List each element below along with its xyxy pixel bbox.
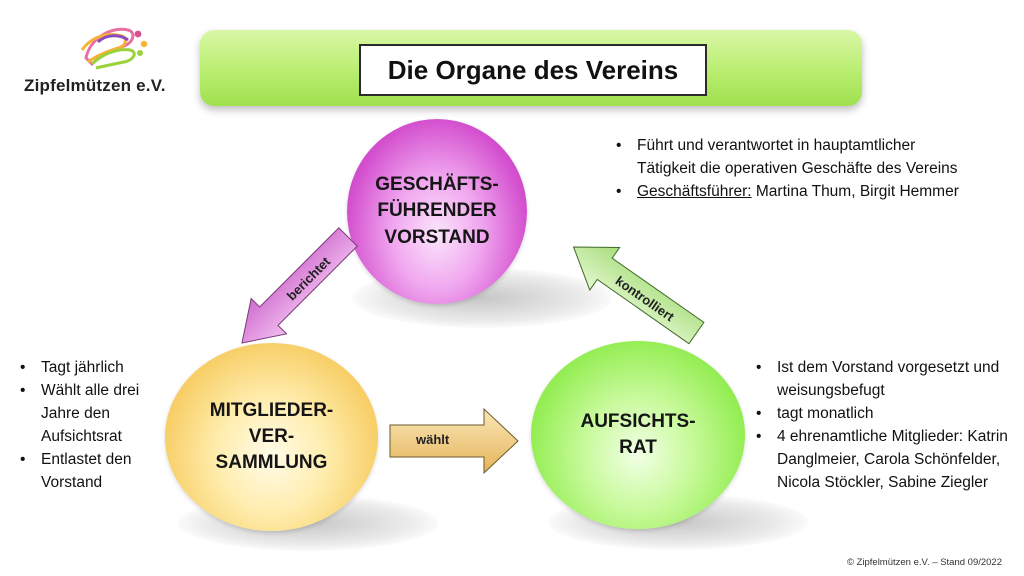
notes-vorstand: Führt und verantwortet in hauptamtlicher…	[611, 134, 971, 203]
arrow-berichtet-shape	[241, 227, 358, 344]
list-item: Wählt alle drei Jahre den Aufsichtsrat	[15, 379, 165, 448]
list-item: Entlastet den Vorstand	[15, 448, 165, 494]
logo-icon	[80, 27, 148, 70]
geschaeftsfuehrer-names: Martina Thum, Birgit Hemmer	[751, 183, 959, 200]
list-item-text: Wählt alle drei Jahre den Aufsichtsrat	[41, 382, 140, 445]
arrow-berichtet: berichtet	[224, 219, 365, 360]
notes-mitgliederversammlung: Tagt jährlich Wählt alle drei Jahre den …	[15, 356, 165, 494]
copyright-footer: © Zipfelmützen e.V. – Stand 09/2022	[846, 557, 1002, 568]
node-vorstand-line: GESCHÄFTS-	[375, 174, 499, 196]
arrow-kontrolliert: kontrolliert	[559, 226, 712, 355]
list-item: 4 ehrenamtliche Mitglieder: Katrin Dangl…	[751, 425, 1013, 494]
node-vorstand-line: FÜHRENDER	[377, 200, 497, 222]
list-item: Führt und verantwortet in hauptamtlicher…	[611, 134, 971, 180]
list-item-text: Ist dem Vorstand vorgesetzt und weisungs…	[777, 359, 1000, 399]
list-item-text: tagt monatlich	[777, 405, 874, 422]
list-item: tagt monatlich	[751, 402, 1013, 425]
node-mitgliederversammlung-label: MITGLIEDER- VER- SAMMLUNG	[210, 398, 334, 477]
node-mitgliederversammlung-line: MITGLIEDER-	[209, 399, 334, 421]
node-mitgliederversammlung-line: VER-	[248, 425, 295, 447]
list-item-text: Entlastet den Vorstand	[41, 451, 132, 491]
node-aufsichtsrat-label: AUFSICHTS- RAT	[580, 409, 695, 461]
node-vorstand-label: GESCHÄFTS- FÜHRENDER VORSTAND	[375, 172, 499, 251]
node-mitgliederversammlung: MITGLIEDER- VER- SAMMLUNG	[165, 343, 378, 531]
arrow-waehlt-shape	[389, 407, 519, 475]
node-vorstand-line: VORSTAND	[384, 226, 490, 248]
geschaeftsfuehrer-label: Geschäftsführer:	[637, 183, 752, 200]
node-aufsichtsrat: AUFSICHTS- RAT	[531, 341, 745, 529]
arrow-waehlt-label: wählt	[416, 432, 450, 447]
node-mitgliederversammlung-line: SAMMLUNG	[215, 452, 328, 474]
list-item-text: Tagt jährlich	[41, 359, 124, 376]
arrow-waehlt: wählt	[389, 407, 519, 475]
title-banner: Die Organe des Vereins	[200, 30, 862, 106]
logo-text: Zipfelmützen e.V.	[24, 76, 166, 95]
list-item-text: 4 ehrenamtliche Mitglieder: Katrin Dangl…	[777, 428, 1008, 491]
arrow-kontrolliert-shape	[572, 246, 705, 345]
list-item: Ist dem Vorstand vorgesetzt und weisungs…	[751, 356, 1013, 402]
node-aufsichtsrat-line: RAT	[619, 437, 657, 458]
list-item: Geschäftsführer: Martina Thum, Birgit He…	[611, 180, 971, 203]
node-vorstand: GESCHÄFTS- FÜHRENDER VORSTAND	[347, 119, 527, 304]
page-title: Die Organe des Vereins	[359, 44, 707, 96]
notes-aufsichtsrat: Ist dem Vorstand vorgesetzt und weisungs…	[751, 356, 1013, 494]
list-item: Tagt jährlich	[15, 356, 165, 379]
notes-vorstand-text: Führt und verantwortet in hauptamtlicher…	[637, 137, 958, 177]
node-aufsichtsrat-line: AUFSICHTS-	[580, 410, 696, 432]
